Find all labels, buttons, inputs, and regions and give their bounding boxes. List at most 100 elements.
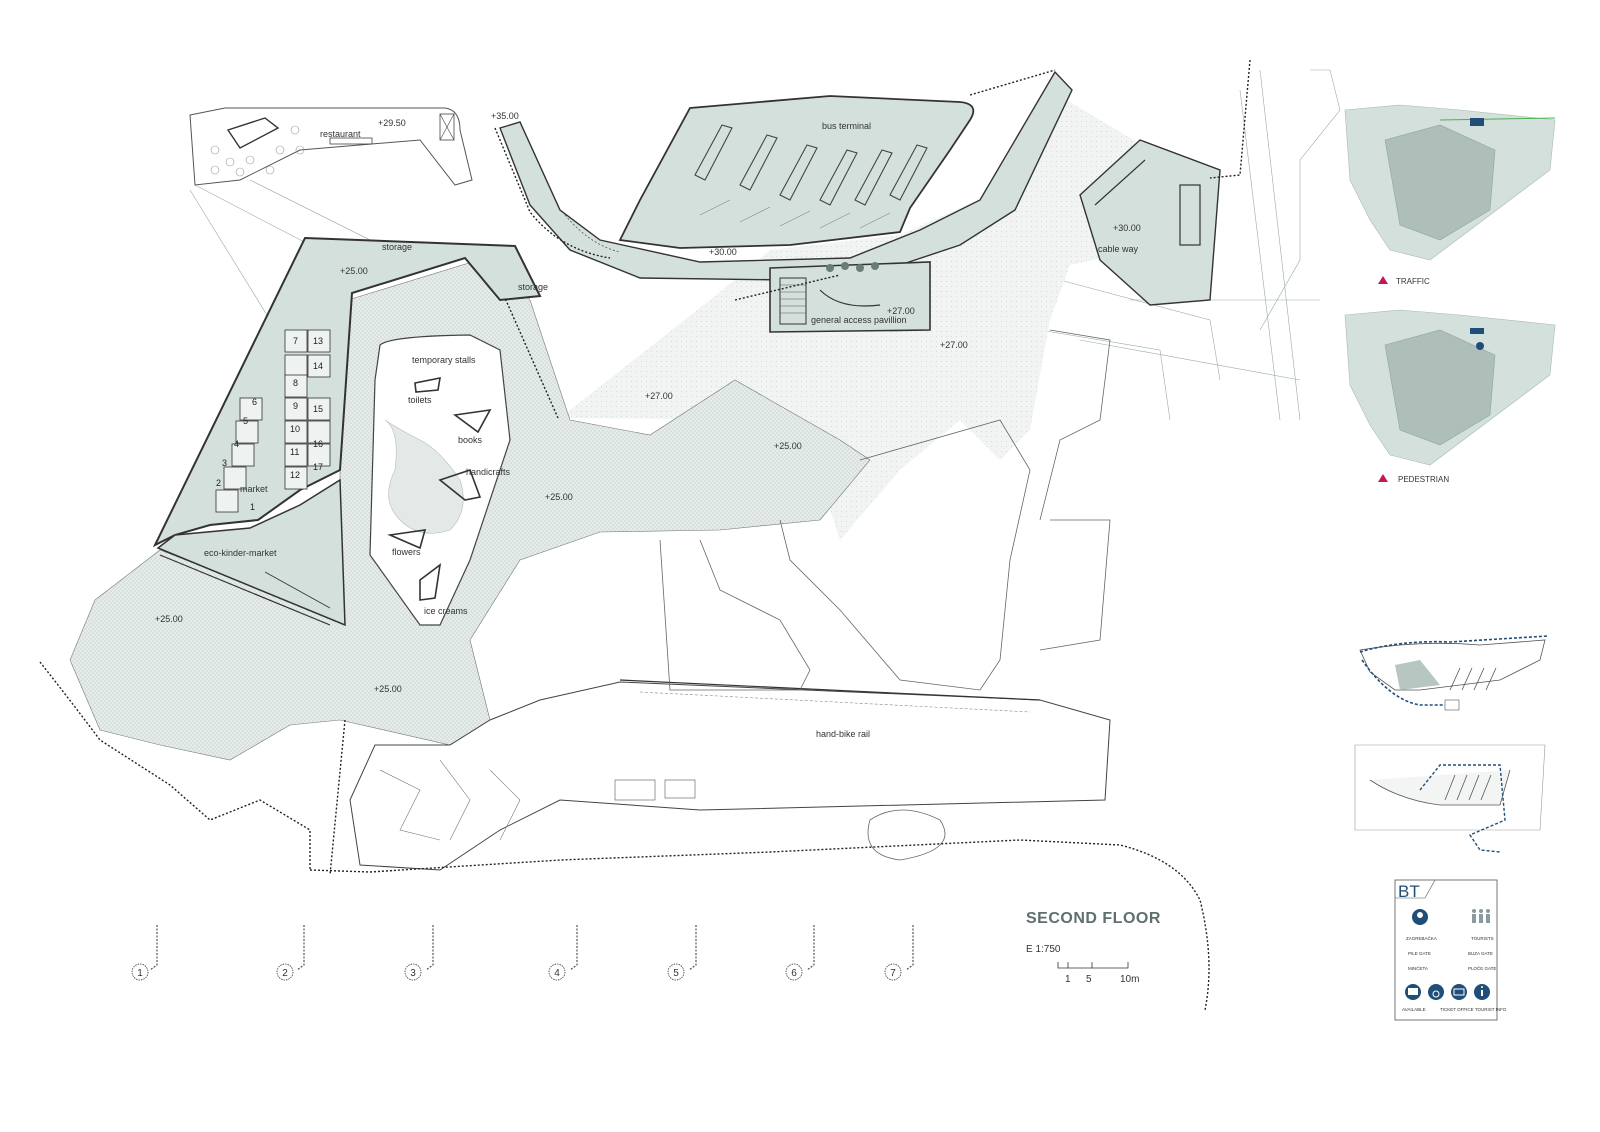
- axis-marker: 2: [276, 925, 305, 981]
- axis-marker: 1: [131, 925, 158, 981]
- pedestrian-marker-icon: [1378, 474, 1388, 482]
- stall-7: 7: [293, 336, 298, 346]
- stall-14: 14: [313, 361, 323, 371]
- stall-12: 12: [290, 470, 300, 480]
- ticket-icon: [1451, 984, 1467, 1000]
- stall-5: 5: [243, 416, 248, 426]
- stall-1: 1: [250, 502, 255, 512]
- level-center: +25.00: [545, 492, 573, 502]
- route-diagram-bottom: [1354, 744, 1546, 853]
- bus-terminal-block: [499, 70, 1073, 281]
- wheelchair-icon: [1428, 984, 1444, 1000]
- south-building: [349, 679, 1111, 871]
- restaurant-block: [189, 107, 473, 186]
- scale-mark-1: 1: [1065, 974, 1071, 985]
- legend-pedestrian: PEDESTRIAN: [1398, 475, 1449, 484]
- legend-tourists: TOURISTS: [1471, 936, 1494, 941]
- scale-ratio: E 1:750: [1026, 944, 1061, 955]
- stall-9: 9: [293, 401, 298, 411]
- label-hand-bike-rail: hand-bike rail: [816, 729, 870, 739]
- axis-label-1: 1: [137, 968, 143, 979]
- label-cable-way: cable way: [1098, 244, 1139, 254]
- drawing-title-block: SECOND FLOOR E 1:750 1 5 10m: [1026, 910, 1161, 985]
- location-pin-icon: [1412, 909, 1428, 925]
- axis-label-4: 4: [554, 968, 560, 979]
- legend-ticket: TICKET OFFICE TOURIST INFO: [1440, 1007, 1507, 1012]
- bt-legend-panel: BT ZAGREBAČKA TOURISTS PILE GATE BUZA GA…: [1394, 879, 1507, 1021]
- legend-pile: PILE GATE: [1408, 951, 1431, 956]
- stall-17: 17: [313, 462, 323, 472]
- label-temporary-stalls: temporary stalls: [412, 355, 476, 365]
- label-ice-creams: ice creams: [424, 606, 468, 616]
- stall-13: 13: [313, 336, 323, 346]
- level-south: +25.00: [374, 684, 402, 694]
- level-storage: +25.00: [340, 266, 368, 276]
- bt-title: BT: [1398, 882, 1420, 901]
- legend-available: AVAILABLE: [1402, 1007, 1426, 1012]
- stall-8: 8: [293, 378, 298, 388]
- stall-15: 15: [313, 404, 323, 414]
- stall-numbers: 1 2 3 4 5 6 7 8 9 10 11 12 13 14 15 16 1…: [216, 336, 323, 512]
- legend-buza: BUZA GATE: [1468, 951, 1493, 956]
- label-market: market: [240, 484, 268, 494]
- context-buildings: [659, 329, 1111, 861]
- legend-zagreb: ZAGREBAČKA: [1406, 935, 1437, 941]
- scale-mark-5: 5: [1086, 974, 1092, 985]
- stall-6: 6: [252, 397, 257, 407]
- info-icon: [1474, 984, 1490, 1000]
- legend-traffic: TRAFFIC: [1396, 277, 1430, 286]
- bus-icon: [1405, 984, 1421, 1000]
- label-general-access: general access pavillion: [811, 315, 907, 325]
- access-pavillion: [769, 261, 931, 333]
- axis-label-7: 7: [890, 968, 896, 979]
- stall-11: 11: [290, 447, 299, 457]
- level-plaza: +25.00: [774, 441, 802, 451]
- market-stalls: [215, 329, 331, 513]
- stall-3: 3: [222, 458, 227, 468]
- legend-minceta: MINČETA: [1408, 965, 1428, 971]
- label-toilets: toilets: [408, 395, 432, 405]
- drawing-title: SECOND FLOOR: [1026, 910, 1161, 927]
- level-east: +27.00: [940, 340, 968, 350]
- stall-2: 2: [216, 478, 221, 488]
- level-bus: +30.00: [709, 247, 737, 257]
- level-mid: +27.00: [645, 391, 673, 401]
- axis-marker: 5: [667, 925, 697, 981]
- market-block: [152, 236, 542, 627]
- level-west: +25.00: [155, 614, 183, 624]
- perimeter: [39, 59, 1251, 1011]
- label-flowers: flowers: [392, 547, 421, 557]
- axis-label-2: 2: [282, 968, 288, 979]
- axis-grid: 1 2 3 4 5 6 7: [131, 925, 914, 981]
- pedestrian-map: PEDESTRIAN: [1344, 309, 1556, 484]
- stall-16: 16: [313, 439, 323, 449]
- label-handicrafts: handicrafts: [466, 467, 511, 477]
- cable-way-block: [1079, 139, 1221, 306]
- label-restaurant: restaurant: [320, 129, 361, 139]
- axis-marker: 7: [884, 925, 914, 981]
- axis-marker: 4: [548, 925, 578, 981]
- level-markers: +29.50 +35.00 +25.00 +30.00 +27.00 +27.0…: [155, 111, 1141, 694]
- stall-4: 4: [234, 439, 239, 449]
- traffic-map: TRAFFIC: [1344, 104, 1556, 286]
- axis-label-5: 5: [673, 968, 679, 979]
- label-bus-terminal: bus terminal: [822, 121, 871, 131]
- axis-marker: 3: [404, 925, 434, 981]
- scale-mark-10m: 10m: [1120, 974, 1139, 985]
- traffic-marker-icon: [1378, 276, 1388, 284]
- level-top: +35.00: [491, 111, 519, 121]
- label-storage-right: storage: [518, 282, 548, 292]
- stall-10: 10: [290, 424, 300, 434]
- central-island: [369, 334, 511, 626]
- axis-label-6: 6: [791, 968, 797, 979]
- label-books: books: [458, 435, 483, 445]
- axis-label-3: 3: [410, 968, 416, 979]
- route-diagram-top: [1359, 635, 1549, 711]
- level-cable: +30.00: [1113, 223, 1141, 233]
- level-pavillion: +27.00: [887, 306, 915, 316]
- legend-ploce: PLOČE GATE: [1468, 965, 1496, 971]
- label-eco-kinder-market: eco-kinder-market: [204, 548, 277, 558]
- zone-labels: restaurant storage storage bus terminal …: [204, 121, 1139, 739]
- axis-marker: 6: [785, 925, 815, 981]
